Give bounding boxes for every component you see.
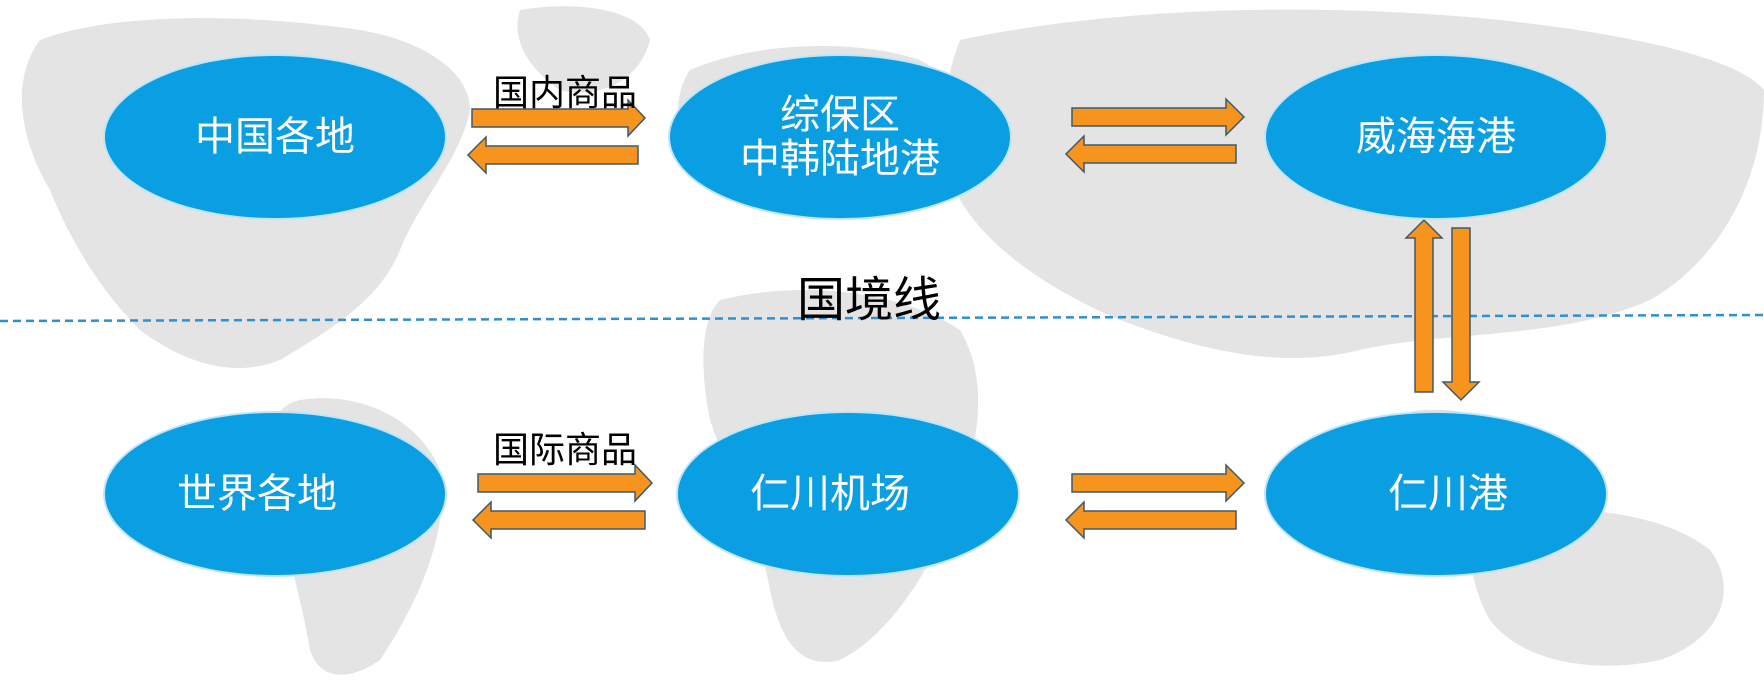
node-china-label: 中国各地: [195, 114, 355, 160]
node-world-label: 世界各地: [177, 471, 337, 517]
node-zongbaoqu-line2: 中韩陆地港: [740, 136, 940, 182]
node-incheon-port-label: 仁川港: [1388, 471, 1508, 517]
node-zongbaoqu: 综保区 中韩陆地港: [670, 56, 1010, 218]
node-china: 中国各地: [105, 56, 445, 218]
node-world: 世界各地: [105, 413, 445, 575]
greenland-shape: [517, 6, 650, 93]
node-incheon-airport: 仁川机场: [678, 413, 1018, 575]
arrow-zongbaoqu-to-china: [466, 135, 639, 175]
arrow-weihai-to-incheon-port: [1441, 227, 1481, 402]
arrow-world-to-incheon-airport: [477, 463, 654, 503]
arrow-zongbaoqu-to-weihai: [1071, 97, 1246, 137]
arrow-incheon-port-to-weihai: [1404, 218, 1444, 393]
international-goods-label: 国际商品: [493, 430, 638, 471]
arrow-china-to-zongbaoqu: [471, 98, 647, 138]
node-zongbaoqu-line1: 综保区: [780, 92, 900, 138]
arrow-incheon-airport-to-world: [471, 500, 646, 540]
domestic-goods-label: 国内商品: [493, 73, 638, 114]
border-label: 国境线: [797, 272, 942, 328]
node-weihai: 威海海港: [1266, 56, 1606, 218]
arrow-weihai-to-zongbaoqu: [1064, 134, 1237, 174]
arrow-incheon-port-to-incheon-airport: [1064, 500, 1237, 540]
arrow-incheon-airport-to-incheon-port: [1071, 463, 1246, 503]
node-incheon-airport-label: 仁川机场: [750, 471, 910, 517]
node-weihai-label: 威海海港: [1356, 114, 1516, 160]
node-incheon-port: 仁川港: [1266, 413, 1606, 575]
